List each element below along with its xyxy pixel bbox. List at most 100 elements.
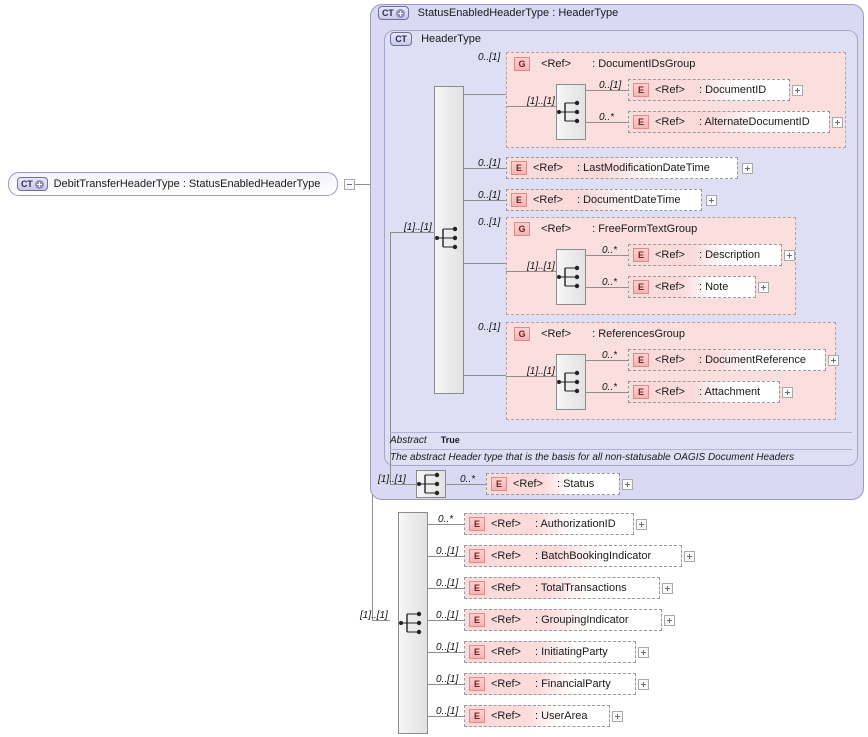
cardinality-alternatedocumentid: 0..* — [599, 112, 615, 123]
element-alternatedocumentid[interactable]: E <Ref> : AlternateDocumentID — [628, 111, 830, 133]
connector-status-in — [390, 484, 416, 485]
cardinality-status: 0..* — [460, 474, 476, 485]
cardinality-seq-documentidsgroup: [1]..[1] — [527, 96, 555, 107]
group-header-referencesgroup[interactable]: G <Ref> : ReferencesGroup — [514, 327, 685, 341]
annotation-abstract-key: Abstract — [390, 435, 427, 446]
cardinality-initiatingparty: 0..[1] — [436, 642, 459, 653]
e-badge-documentid: E — [633, 83, 649, 97]
ref-label-referencesgroup: <Ref> — [541, 327, 572, 340]
ct-badge-root-text: CT — [21, 179, 33, 189]
cardinality-totaltransactions: 0..[1] — [436, 578, 459, 589]
connector-status-out — [446, 484, 486, 485]
g-badge-referencesgroup: G — [514, 327, 530, 341]
expand-icon-userarea[interactable] — [612, 711, 623, 722]
connector-documentid — [586, 90, 628, 91]
g-badge-freeformtextgroup: G — [514, 222, 530, 236]
connector-header-child-4 — [464, 263, 506, 264]
element-totaltransactions[interactable]: E <Ref> : TotalTransactions — [464, 577, 660, 599]
element-attachment[interactable]: E <Ref> : Attachment — [628, 381, 780, 403]
element-name-note: : Note — [698, 281, 729, 293]
group-box-freeformtextgroup — [506, 217, 796, 315]
connector-header-child-1 — [464, 94, 506, 95]
inner-type-label: HeaderType — [421, 32, 481, 45]
cardinality-seq-freeformtextgroup: [1]..[1] — [527, 261, 555, 272]
sequence-box-header[interactable] — [434, 86, 464, 394]
inner-type-header: CT HeaderType — [390, 32, 481, 46]
expand-icon-documentdatetime[interactable] — [706, 195, 717, 206]
element-name-documentreference: : DocumentReference — [698, 354, 806, 366]
ref-label-initiatingparty: <Ref> — [491, 646, 521, 658]
e-badge-attachment: E — [633, 385, 649, 399]
element-initiatingparty[interactable]: E <Ref> : InitiatingParty — [464, 641, 636, 663]
element-name-batchbookingindicator: : BatchBookingIndicator — [534, 550, 652, 562]
e-badge-financialparty: E — [469, 677, 485, 691]
element-name-authorizationid: : AuthorizationID — [534, 518, 616, 530]
expand-icon-documentreference[interactable] — [828, 355, 839, 366]
cardinality-userarea: 0..[1] — [436, 706, 459, 717]
cardinality-seq-status: [1]..[1] — [378, 474, 406, 485]
connector-branch-trunk-header — [390, 232, 391, 484]
expand-icon-documentid[interactable] — [792, 85, 803, 96]
element-documentid[interactable]: E <Ref> : DocumentID — [628, 79, 790, 101]
expand-icon-authorizationid[interactable] — [636, 519, 647, 530]
connector-root-to-seq-bottom — [372, 620, 390, 621]
connector-header-child-2 — [464, 168, 506, 169]
connector-description — [586, 255, 628, 256]
ct-badge-root: CT — [17, 177, 48, 191]
element-name-initiatingparty: : InitiatingParty — [534, 646, 608, 658]
expand-icon-batchbookingindicator[interactable] — [684, 551, 695, 562]
cardinality-seq-bottom: [1]..[1] — [360, 610, 388, 621]
cardinality-description: 0..* — [602, 245, 618, 256]
connector-bottom-2 — [428, 556, 464, 557]
element-description[interactable]: E <Ref> : Description — [628, 244, 782, 266]
ref-label-userarea: <Ref> — [491, 710, 521, 722]
element-name-attachment: : Attachment — [698, 386, 761, 398]
element-documentdatetime[interactable]: E <Ref> : DocumentDateTime — [506, 189, 702, 211]
connector-bottom-1 — [428, 524, 464, 525]
expand-icon-financialparty[interactable] — [638, 679, 649, 690]
element-status[interactable]: E <Ref> : Status — [486, 473, 620, 495]
cardinality-documentreference: 0..* — [602, 350, 618, 361]
ref-label-authorizationid: <Ref> — [491, 518, 521, 530]
e-badge-documentreference: E — [633, 353, 649, 367]
e-badge-documentdatetime: E — [511, 193, 527, 207]
element-note[interactable]: E <Ref> : Note — [628, 276, 756, 298]
collapse-icon-root[interactable] — [344, 179, 355, 190]
expand-icon-lastmodificationdatetime[interactable] — [742, 163, 753, 174]
element-name-documentdatetime: : DocumentDateTime — [576, 194, 681, 206]
element-batchbookingindicator[interactable]: E <Ref> : BatchBookingIndicator — [464, 545, 682, 567]
group-header-freeformtextgroup[interactable]: G <Ref> : FreeFormTextGroup — [514, 222, 697, 236]
group-header-documentidsgroup[interactable]: G <Ref> : DocumentIDsGroup — [514, 57, 695, 71]
connector-bottom-5 — [428, 652, 464, 653]
expand-icon-alternatedocumentid[interactable] — [832, 117, 843, 128]
connector-documentreference — [586, 360, 628, 361]
expand-icon-status[interactable] — [622, 479, 633, 490]
connector-seq-header-in — [390, 232, 434, 233]
sequence-icon-bottom — [399, 611, 422, 635]
element-userarea[interactable]: E <Ref> : UserArea — [464, 705, 610, 727]
e-badge-description: E — [633, 248, 649, 262]
root-type-node[interactable]: CT DebitTransferHeaderType : StatusEnabl… — [8, 172, 338, 196]
connector-header-child-5 — [464, 375, 506, 376]
cardinality-note: 0..* — [602, 277, 618, 288]
element-documentreference[interactable]: E <Ref> : DocumentReference — [628, 349, 826, 371]
element-name-alternatedocumentid: : AlternateDocumentID — [698, 116, 810, 128]
expand-icon-totaltransactions[interactable] — [662, 583, 673, 594]
cardinality-attachment: 0..* — [602, 382, 618, 393]
element-authorizationid[interactable]: E <Ref> : AuthorizationID — [464, 513, 634, 535]
expand-icon-initiatingparty[interactable] — [638, 647, 649, 658]
element-name-description: : Description — [698, 249, 761, 261]
plus-icon-outer — [395, 8, 405, 18]
cardinality-documentid: 0..[1] — [599, 80, 622, 91]
element-groupingindicator[interactable]: E <Ref> : GroupingIndicator — [464, 609, 662, 631]
ct-badge-inner: CT — [390, 32, 412, 46]
expand-icon-attachment[interactable] — [782, 387, 793, 398]
element-lastmodificationdatetime[interactable]: E <Ref> : LastModificationDateTime — [506, 157, 738, 179]
e-badge-alternatedocumentid: E — [633, 115, 649, 129]
expand-icon-note[interactable] — [758, 282, 769, 293]
expand-icon-description[interactable] — [784, 250, 795, 261]
expand-icon-groupingindicator[interactable] — [664, 615, 675, 626]
group-name-referencesgroup: : ReferencesGroup — [592, 327, 686, 340]
element-financialparty[interactable]: E <Ref> : FinancialParty — [464, 673, 636, 695]
e-badge-userarea: E — [469, 709, 485, 723]
